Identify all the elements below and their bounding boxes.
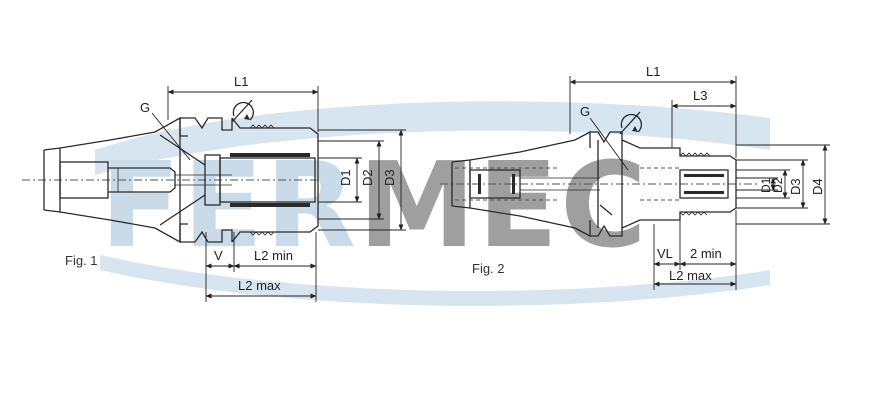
fig2-label-L1: L1	[646, 64, 660, 79]
fig1-label-D1: D1	[338, 169, 353, 186]
fig1-label-L2-min: L2 min	[254, 248, 293, 263]
fig2-label-D3: D3	[788, 178, 803, 195]
watermark-text-part-2: MEC	[358, 136, 649, 274]
fig2-label-G: G	[580, 104, 590, 119]
fig1-label-V: V	[214, 248, 223, 263]
fig1-label-L2-max: L2 max	[238, 278, 281, 293]
watermark: FERMEC	[95, 101, 770, 306]
figure-2-drawing: L1 L3 G D1 D2 D3 D4 VL 2 min L2 max Fig.…	[440, 64, 830, 290]
fig1-label-L1: L1	[234, 74, 248, 89]
watermark-text-part-1: FER	[100, 136, 358, 274]
watermark-swoosh-lower	[100, 255, 770, 306]
watermark-text: FERMEC	[100, 136, 649, 274]
fig2-label-D2: D2	[771, 177, 785, 193]
fig1-label-G: G	[140, 100, 150, 115]
fig2-label-D4: D4	[810, 178, 825, 195]
figure-1-drawing: L1 G D1 D2 D3 V L2 min L2 max Fig. 1	[22, 74, 406, 302]
fig2-label-L2-max: L2 max	[669, 268, 712, 283]
fig1-label-D3: D3	[382, 169, 397, 186]
fig2-label-D1: D1	[759, 177, 773, 193]
fig2-label-L3: L3	[693, 88, 707, 103]
fig2-caption: Fig. 2	[472, 261, 505, 276]
watermark-swoosh	[95, 101, 770, 175]
fig1-label-D2: D2	[360, 169, 375, 186]
fig1-caption: Fig. 1	[65, 253, 98, 268]
fig2-label-VL: VL	[657, 246, 673, 261]
fig2-label-2-min: 2 min	[690, 246, 722, 261]
